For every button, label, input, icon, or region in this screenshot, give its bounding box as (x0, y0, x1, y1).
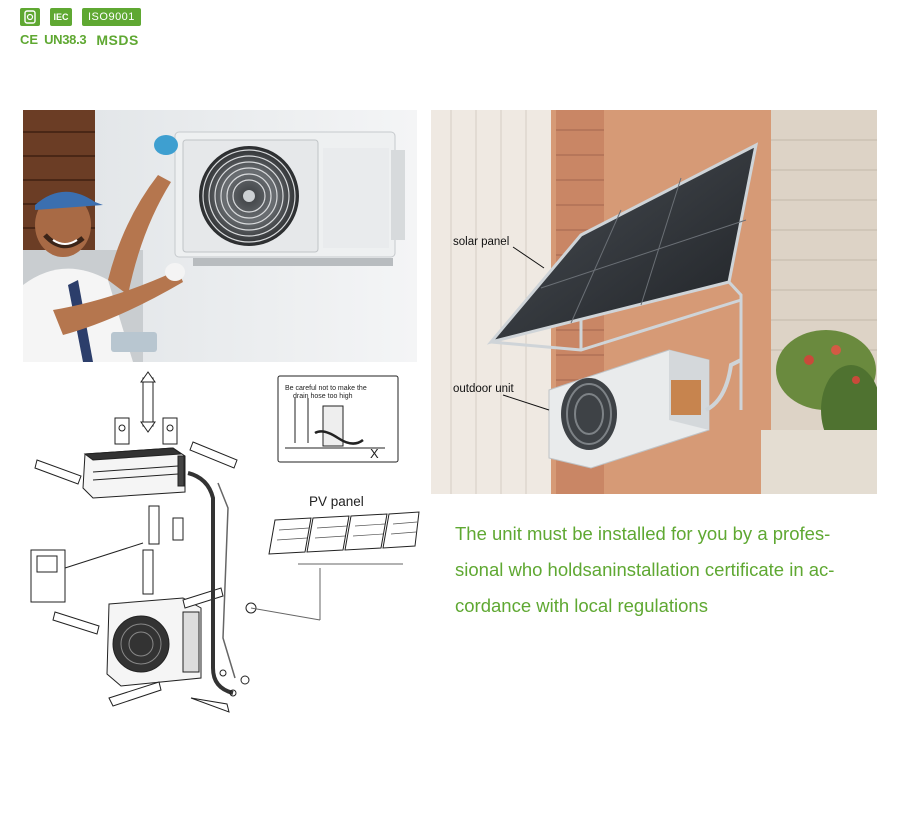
un-cert: UN38.3 (44, 32, 87, 47)
ac-outdoor-unit (174, 131, 405, 266)
clearance-arrow-mid (148, 505, 160, 545)
solar-installation-photo: solar panel outdoor unit (431, 110, 877, 494)
iec-label: IEC (53, 12, 69, 22)
pv-panel-label: PV panel (309, 494, 364, 509)
clearance-arrow-side (52, 611, 100, 635)
bracket (111, 332, 157, 352)
warning-text-line2: drain hose too high (293, 393, 353, 400)
solar-panel-callout: solar panel (453, 236, 545, 269)
iso-label: ISO9001 (88, 11, 135, 23)
warning-text-line1: Be careful not to make the (285, 385, 367, 392)
iso-badge: ISO9001 (82, 8, 141, 26)
iec-badge: IEC (50, 8, 72, 26)
drain-hose-warning-box (277, 375, 399, 463)
notice-line-3: cordance with local regulations (455, 595, 708, 616)
clearance-arrow-top (140, 371, 156, 433)
recycle-cert-icon (20, 8, 40, 26)
certification-badges-bottom: CE UN38.3 MSDS (20, 32, 149, 48)
clearance-arrow-right (189, 441, 238, 469)
clearance-arrow-lower (142, 549, 154, 595)
outdoor-unit-callout: outdoor unit (453, 383, 550, 411)
notice-line-1: The unit must be installed for you by a … (455, 523, 831, 544)
outdoor-unit-label: outdoor unit (453, 383, 515, 395)
notice-line-2: sional who holdsaninstallation certifica… (455, 559, 835, 580)
diagram-pv-panels (268, 511, 420, 555)
msds-cert: MSDS (96, 32, 139, 48)
outdoor-unit (548, 349, 742, 469)
warning-close-mark: X (370, 446, 379, 461)
installer-photo (23, 110, 417, 362)
solar-panel-label: solar panel (453, 236, 509, 248)
indoor-unit (82, 447, 186, 499)
clearance-arrow-bottom-left (108, 681, 162, 707)
certification-badges-top: IEC ISO9001 (20, 6, 141, 28)
solar-panel (486, 142, 759, 410)
clearance-arrow-left (34, 459, 82, 485)
installation-notice: The unit must be installed for you by a … (455, 516, 875, 624)
installation-diagram: Be careful not to make the drain hose to… (23, 368, 423, 713)
diagram-outdoor-unit (106, 597, 202, 687)
ce-mark: CE (20, 32, 39, 47)
